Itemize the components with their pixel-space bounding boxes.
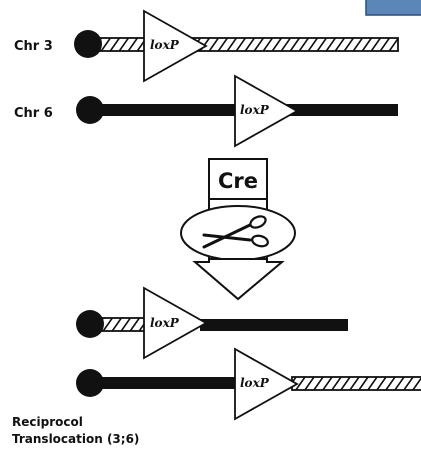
caption-line-1: Reciprocol	[12, 415, 83, 429]
chr3-loxp-label: loxP	[150, 38, 180, 52]
product1-solid-arm	[200, 319, 348, 331]
cropped-panel-corner	[365, 0, 421, 16]
product2-solid-arm	[90, 377, 238, 389]
chr3-chromosome: loxP	[74, 9, 399, 83]
chr3-label: Chr 3	[14, 39, 53, 54]
chr6-centromere-icon	[76, 96, 104, 124]
product2-hatched-arm	[291, 376, 421, 391]
chr6-loxp-site	[234, 74, 299, 148]
chr6-loxp-label: loxP	[240, 103, 270, 117]
cre-box	[208, 158, 268, 200]
product-chromosome-2: loxP	[76, 347, 421, 421]
scissors-icon	[202, 215, 269, 249]
chr6-label: Chr 6	[14, 106, 53, 121]
chr3-hatched-arm	[89, 37, 399, 52]
cre-label: Cre	[218, 169, 258, 193]
chr6-chromosome: loxP	[76, 74, 398, 148]
product-chromosome-1: loxP	[76, 286, 348, 360]
product1-centromere-icon	[76, 310, 104, 338]
product1-loxp-site	[143, 286, 208, 360]
cleavage-ellipse	[180, 205, 296, 261]
chr3-centromere-icon	[74, 30, 102, 58]
down-arrow-icon	[192, 258, 285, 301]
product2-loxp-label: loxP	[240, 376, 270, 390]
product2-loxp-site	[234, 347, 299, 421]
product2-centromere-icon	[76, 369, 104, 397]
chr3-loxp-site	[143, 9, 208, 83]
product1-loxp-label: loxP	[150, 316, 180, 330]
caption-line-2: Translocation (3;6)	[12, 432, 139, 446]
